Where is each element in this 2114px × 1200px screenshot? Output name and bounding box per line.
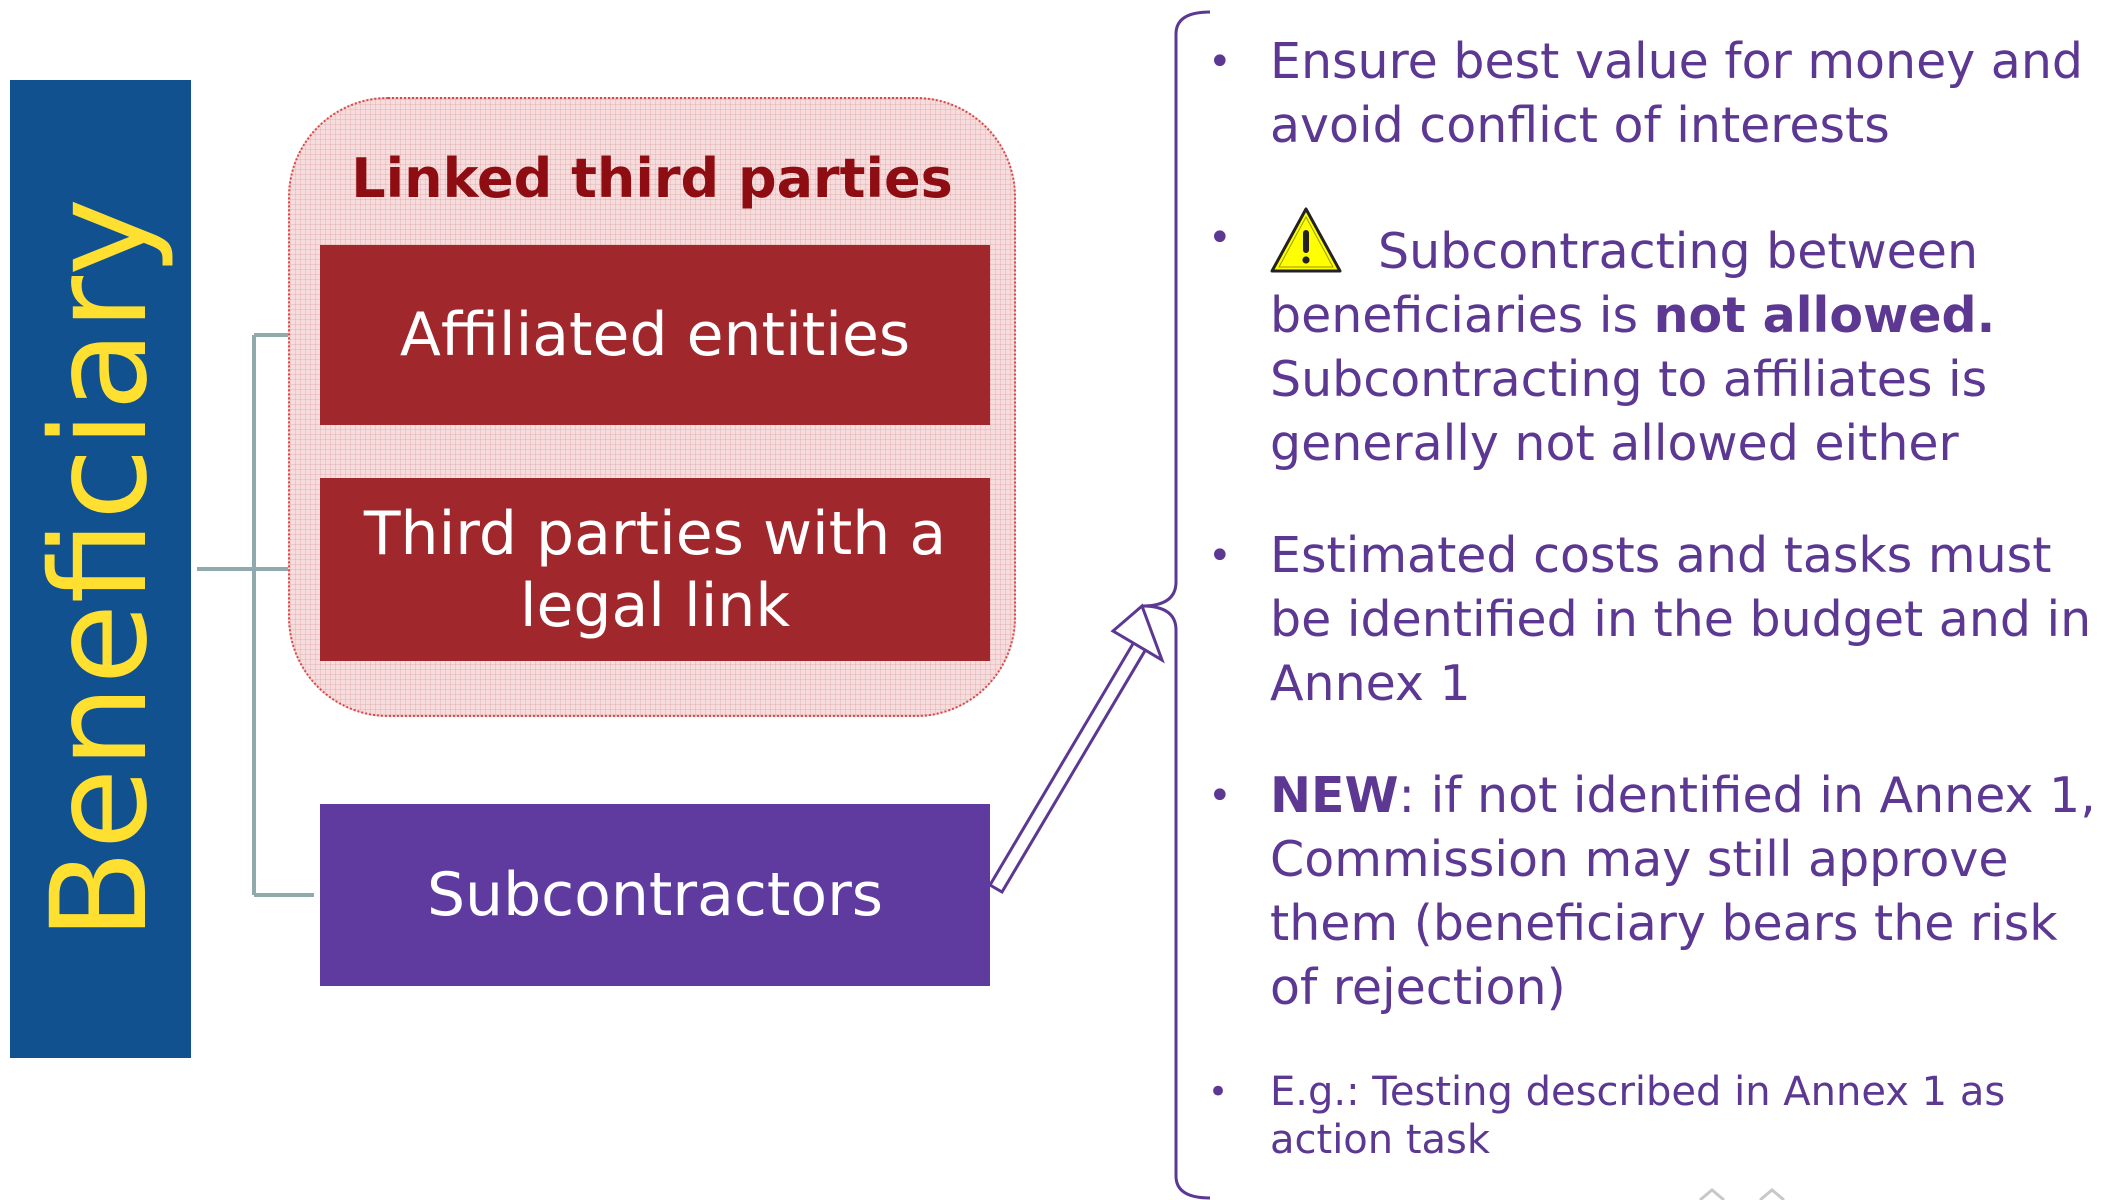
beneficiary-bar [10,80,191,1058]
legal-link-parties-box: Third parties with a legal link [320,478,990,661]
arrow-head [1110,603,1165,664]
note-text: E.g.: Testing described in Annex 1 as ac… [1270,1069,2006,1163]
subcontracting-notes-list: • Ensure best value for money and avoid … [1208,30,2108,1164]
note-text-bold: NEW [1270,767,1399,824]
subcontractors-label: Subcontractors [426,860,884,930]
affiliated-entities-box: Affiliated entities [320,245,990,425]
note-item-example: • E.g.: Testing described in Annex 1 as … [1208,1068,2108,1164]
arrow-shaft [987,639,1149,895]
bullet-dot: • [1208,1072,1229,1112]
corner-chevron-decoration [1699,1188,1785,1200]
bullet-dot: • [1208,533,1232,579]
notes-brace [1141,10,1211,1200]
beneficiary-label: Beneficiary [23,197,177,941]
legal-link-label-line1: Third parties with a [363,498,947,569]
note-text-before: Subcontracting between beneficiaries is [1270,223,1979,344]
note-text: Estimated costs and tasks must be identi… [1270,527,2092,712]
bullet-dot: • [1208,215,1232,261]
bullet-dot: • [1208,39,1232,85]
note-item: • Estimated costs and tasks must be iden… [1208,524,2108,716]
note-item: • NEW: if not identified in Annex 1, Com… [1208,764,2108,1020]
legal-link-parties-label: Third parties with a legal link [364,498,946,642]
subcontractors-box: Subcontractors [320,804,990,986]
arrow-to-notes [987,603,1165,895]
bullet-dot: • [1208,773,1232,819]
affiliated-entities-label: Affiliated entities [399,300,911,370]
note-text-after: Subcontracting to affiliates is generall… [1270,351,1988,472]
note-text-bold: not allowed. [1653,287,1996,344]
note-text-after: : if not identified in Annex 1, Commissi… [1270,767,2096,1016]
note-text: Ensure best value for money and avoid co… [1270,33,2083,154]
linked-third-parties-title: Linked third parties [351,147,953,210]
warning-triangle-icon [1270,207,1342,273]
note-item: • Ensure best value for money and avoid … [1208,30,2108,158]
legal-link-label-line2: legal link [519,570,791,641]
note-item: • Subcontracting between beneficiaries i… [1208,206,2108,476]
